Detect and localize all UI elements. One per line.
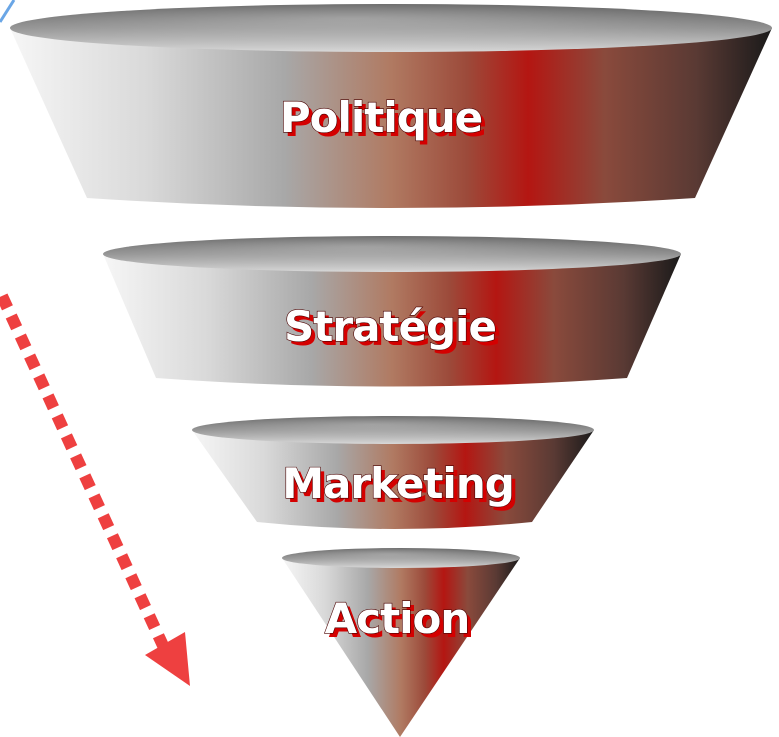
corner-line: [0, 0, 16, 23]
level-label-shadow: Stratégie: [288, 306, 500, 355]
dotted-down-arrow-icon: [0, 293, 190, 686]
level-label: Stratégie: [284, 302, 496, 351]
funnel-level-strategie: Stratégie Stratégie: [103, 236, 681, 387]
level-label: Marketing: [282, 459, 514, 508]
level-label-shadow: Politique: [284, 97, 486, 146]
funnel-level-action: Action Action: [282, 548, 520, 737]
funnel-level-marketing: Marketing Marketing: [192, 416, 594, 529]
funnel-level-politique: Politique Politique: [10, 4, 772, 208]
level-label-shadow: Action: [329, 598, 474, 647]
level-label: Politique: [280, 93, 482, 142]
level-label: Action: [325, 594, 470, 643]
level-label-shadow: Marketing: [286, 463, 518, 512]
